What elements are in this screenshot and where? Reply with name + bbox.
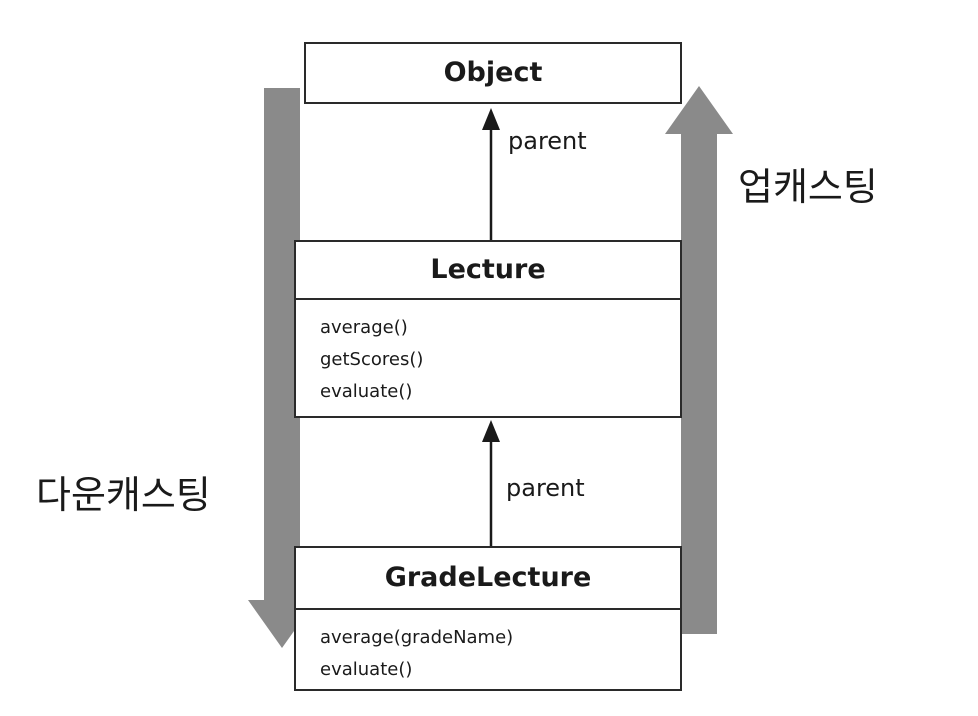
relation-label-parent: parent — [506, 474, 585, 502]
class-box-object: Object — [304, 42, 682, 104]
relation-arrowhead-lecture-object — [482, 108, 500, 130]
downcasting-arrow — [248, 88, 316, 648]
method-list: average() getScores() evaluate() — [296, 298, 680, 408]
class-name: GradeLecture — [384, 562, 592, 593]
relation-label-parent: parent — [508, 127, 587, 155]
relation-arrowhead-grade-lecture — [482, 420, 500, 442]
class-name: Object — [443, 57, 543, 88]
upcasting-label: 업캐스팅 — [738, 165, 878, 209]
class-name: Lecture — [430, 254, 546, 285]
method-item: average(gradeName) — [320, 627, 514, 648]
upcasting-arrow — [665, 86, 733, 634]
class-box-gradelecture: GradeLecture average(gradeName) evaluate… — [294, 546, 682, 691]
method-item: evaluate() — [320, 659, 413, 680]
downcasting-label: 다운캐스팅 — [36, 473, 211, 517]
class-box-lecture: Lecture average() getScores() evaluate() — [294, 240, 682, 418]
method-item: getScores() — [320, 349, 424, 370]
method-list: average(gradeName) evaluate() — [296, 608, 680, 686]
method-item: average() — [320, 317, 408, 338]
method-item: evaluate() — [320, 381, 413, 402]
